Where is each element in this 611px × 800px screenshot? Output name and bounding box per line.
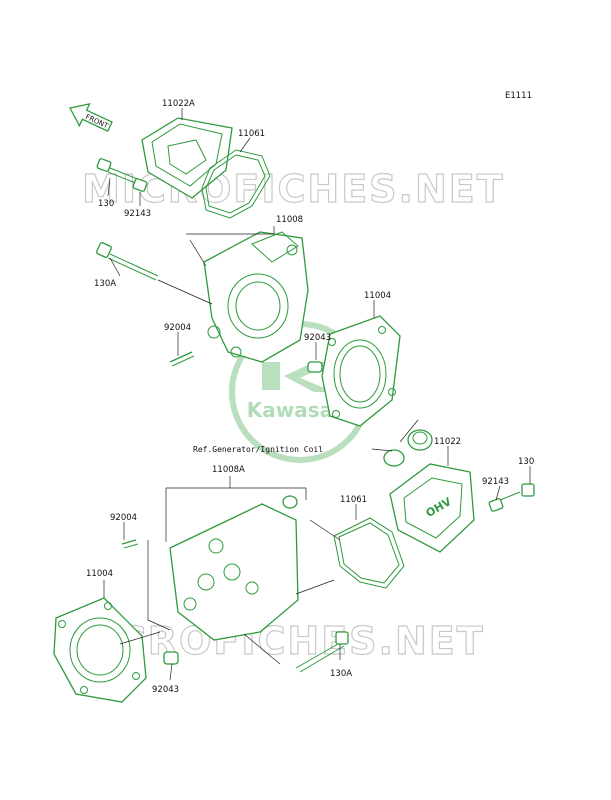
label-11061-upper: 11061 bbox=[238, 129, 265, 139]
label-11008A: 11008A bbox=[212, 465, 245, 475]
label-92143-lower: 92143 bbox=[482, 477, 509, 487]
label-130-upper: 130 bbox=[98, 199, 114, 209]
head-gasket-upper bbox=[201, 149, 271, 219]
label-92004-lower: 92004 bbox=[110, 513, 137, 523]
label-11008: 11008 bbox=[276, 215, 303, 225]
leader-lines bbox=[103, 108, 531, 681]
head-upper bbox=[203, 231, 309, 363]
cyl-gasket-upper bbox=[321, 315, 401, 427]
label-11004-upper: 11004 bbox=[364, 291, 391, 301]
dowel-lower bbox=[163, 651, 179, 665]
bolt-upper bbox=[96, 158, 141, 185]
label-11022: 11022 bbox=[434, 437, 461, 447]
stud-lower bbox=[121, 539, 139, 549]
label-11061-lower: 11061 bbox=[340, 495, 367, 505]
label-130-lower: 130 bbox=[518, 457, 534, 467]
label-92143-upper: 92143 bbox=[124, 209, 151, 219]
dowel-upper bbox=[307, 361, 323, 373]
washer-upper bbox=[132, 178, 148, 192]
cyl-gasket-lower bbox=[53, 597, 147, 703]
reference-note: Ref.Generator/Ignition Coil bbox=[193, 445, 323, 454]
label-11022A: 11022A bbox=[162, 99, 195, 109]
label-11004-lower: 11004 bbox=[86, 569, 113, 579]
bolt-lower bbox=[499, 483, 535, 501]
front-arrow: FRONT bbox=[69, 102, 113, 132]
stud-upper bbox=[169, 351, 195, 367]
washer-lower bbox=[488, 498, 504, 512]
label-130A-lower: 130A bbox=[330, 669, 352, 679]
label-92043-upper: 92043 bbox=[304, 333, 331, 343]
head-cover-upper bbox=[141, 117, 233, 199]
diagram-code: E1111 bbox=[505, 91, 532, 101]
head-gasket-lower bbox=[333, 517, 405, 589]
label-92004-upper: 92004 bbox=[164, 323, 191, 333]
head-lower bbox=[169, 495, 299, 641]
label-130A-upper: 130A bbox=[94, 279, 116, 289]
head-cover-lower: OHV bbox=[389, 463, 475, 553]
oil-filler-cap bbox=[383, 429, 433, 467]
long-bolt-lower bbox=[295, 631, 349, 673]
long-bolt-upper bbox=[96, 242, 159, 281]
label-92043-lower: 92043 bbox=[152, 685, 179, 695]
